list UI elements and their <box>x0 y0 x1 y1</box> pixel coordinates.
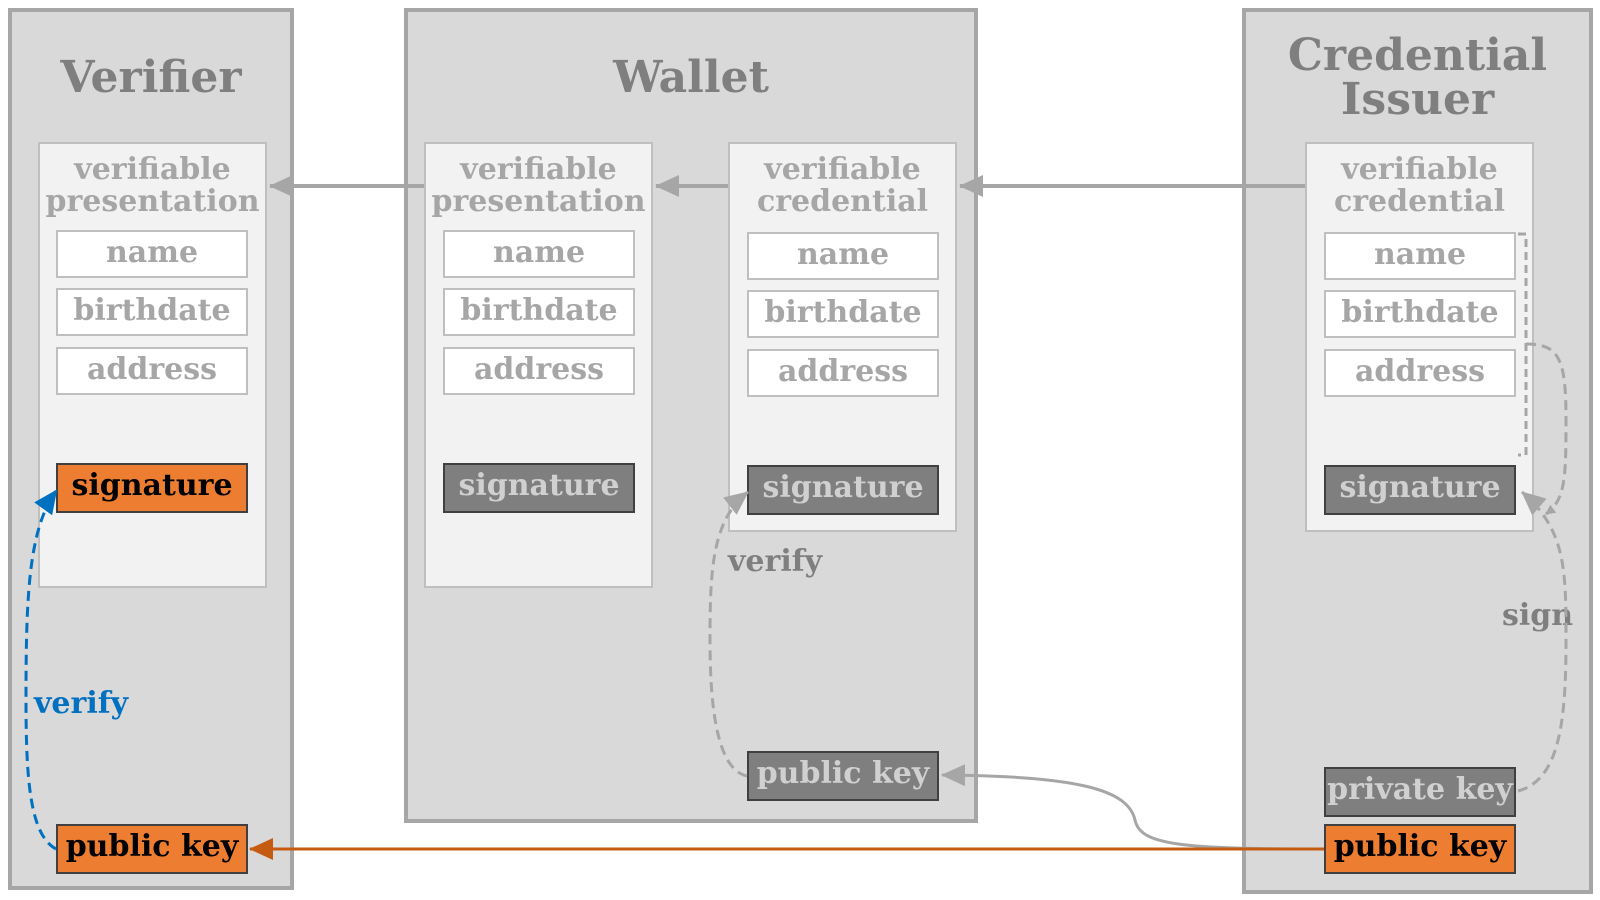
issuer-credential-title: verifiable credential <box>1333 152 1506 219</box>
issuer-field-address: address <box>1324 349 1516 397</box>
verifier-public-key: public key <box>56 824 248 874</box>
wallet-vp-field-birthdate: birthdate <box>443 288 635 336</box>
arrow-private-key-sign <box>1517 490 1568 793</box>
issuer-fields-bracket <box>1518 232 1528 457</box>
issuer-signature: signature <box>1324 465 1516 515</box>
wallet-credential-title: verifiable credential <box>756 152 929 219</box>
wallet-vc-signature: signature <box>747 465 939 515</box>
wallet-title: Wallet <box>613 52 769 103</box>
arrow-issuer-pubkey-to-wallet-pubkey <box>941 764 1325 851</box>
issuer-field-name: name <box>1324 232 1516 280</box>
issuer-field-birthdate: birthdate <box>1324 290 1516 338</box>
arrow-verifier-verify <box>24 489 58 851</box>
verifier-title: Verifier <box>60 52 242 103</box>
verifier-field-name: name <box>56 230 248 278</box>
wallet-public-key: public key <box>747 751 939 801</box>
wallet-vc-field-birthdate: birthdate <box>747 290 939 338</box>
issuer-sign-label: sign <box>1502 598 1574 633</box>
issuer-private-key: private key <box>1324 767 1516 817</box>
arrow-wallet-verify <box>708 490 749 778</box>
verifier-presentation-title: verifiable presentation <box>45 152 260 219</box>
issuer-title: Credential Issuer <box>1287 30 1548 125</box>
verifier-field-birthdate: birthdate <box>56 288 248 336</box>
issuer-public-key: public key <box>1324 824 1516 874</box>
wallet-vp-field-name: name <box>443 230 635 278</box>
wallet-vc-field-name: name <box>747 232 939 280</box>
verifier-verify-label: verify <box>34 686 129 721</box>
wallet-presentation-title: verifiable presentation <box>431 152 646 219</box>
wallet-vc-field-address: address <box>747 349 939 397</box>
verifier-field-address: address <box>56 347 248 395</box>
wallet-vp-signature: signature <box>443 463 635 513</box>
wallet-vp-field-address: address <box>443 347 635 395</box>
arrow-bracket-to-signature <box>1525 342 1568 516</box>
wallet-verify-label: verify <box>728 544 823 579</box>
verifier-signature: signature <box>56 463 248 513</box>
